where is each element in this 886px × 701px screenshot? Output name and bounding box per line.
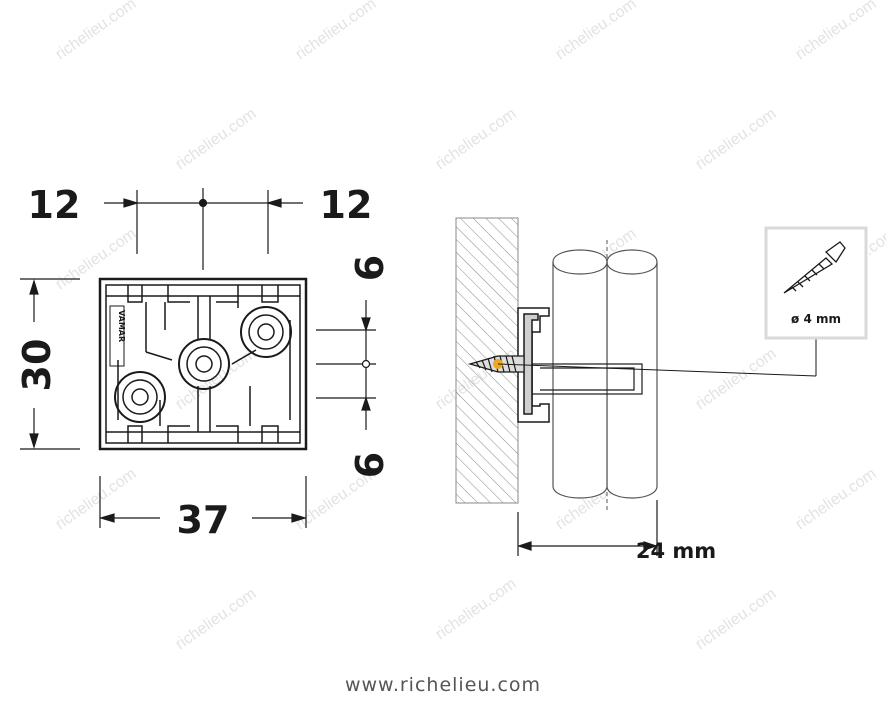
right-offset-label: 12 (320, 183, 373, 227)
watermark-text: richelieu.com (793, 465, 880, 533)
width-label: 37 (177, 498, 230, 542)
upper-spacing-label: 6 (348, 255, 392, 281)
watermark-text: richelieu.com (53, 465, 140, 533)
watermark-text: richelieu.com (53, 0, 140, 63)
spacing-dimension (316, 300, 376, 430)
watermark-text: richelieu.com (693, 585, 780, 653)
top-offset-dimension (104, 188, 303, 270)
watermark-text: richelieu.com (693, 345, 780, 413)
height-label: 30 (15, 339, 59, 392)
lower-left-hole-boss (114, 371, 166, 423)
bracket-brand-label: VAMAR (117, 310, 126, 342)
bracket-front-view (98, 277, 308, 451)
bracket-side-profile (517, 307, 643, 423)
left-offset-label: 12 (28, 183, 81, 227)
callout-leader (497, 338, 817, 377)
lower-spacing-label: 6 (348, 452, 392, 478)
width-dimension (98, 476, 308, 528)
watermark-text: richelieu.com (433, 575, 520, 643)
watermark-text: richelieu.com (173, 105, 260, 173)
center-hole-boss (178, 338, 230, 390)
screw-diameter-label: ø 4 mm (791, 312, 841, 326)
mount-depth-label: 24 mm (636, 539, 716, 563)
upper-right-hole-boss (240, 306, 292, 358)
watermark-text: richelieu.com (293, 0, 380, 63)
watermark-text: richelieu.com (793, 0, 880, 63)
closet-rod (552, 240, 658, 512)
watermark-text: richelieu.com (433, 105, 520, 173)
screw-callout: ø 4 mm (764, 226, 868, 340)
bracket-label-strip (109, 305, 125, 367)
screw-icon (783, 241, 846, 294)
watermark-text: richelieu.com (553, 0, 640, 63)
bracket-inner-frame (105, 284, 301, 444)
watermark-text: richelieu.com (53, 225, 140, 293)
footer-url[interactable]: www.richelieu.com (344, 674, 542, 696)
watermark-text: richelieu.com (173, 585, 260, 653)
bracket-outer-frame (98, 277, 308, 451)
watermark-text: richelieu.com (693, 105, 780, 173)
height-dimension (20, 278, 80, 450)
depth-dimension (517, 500, 658, 556)
